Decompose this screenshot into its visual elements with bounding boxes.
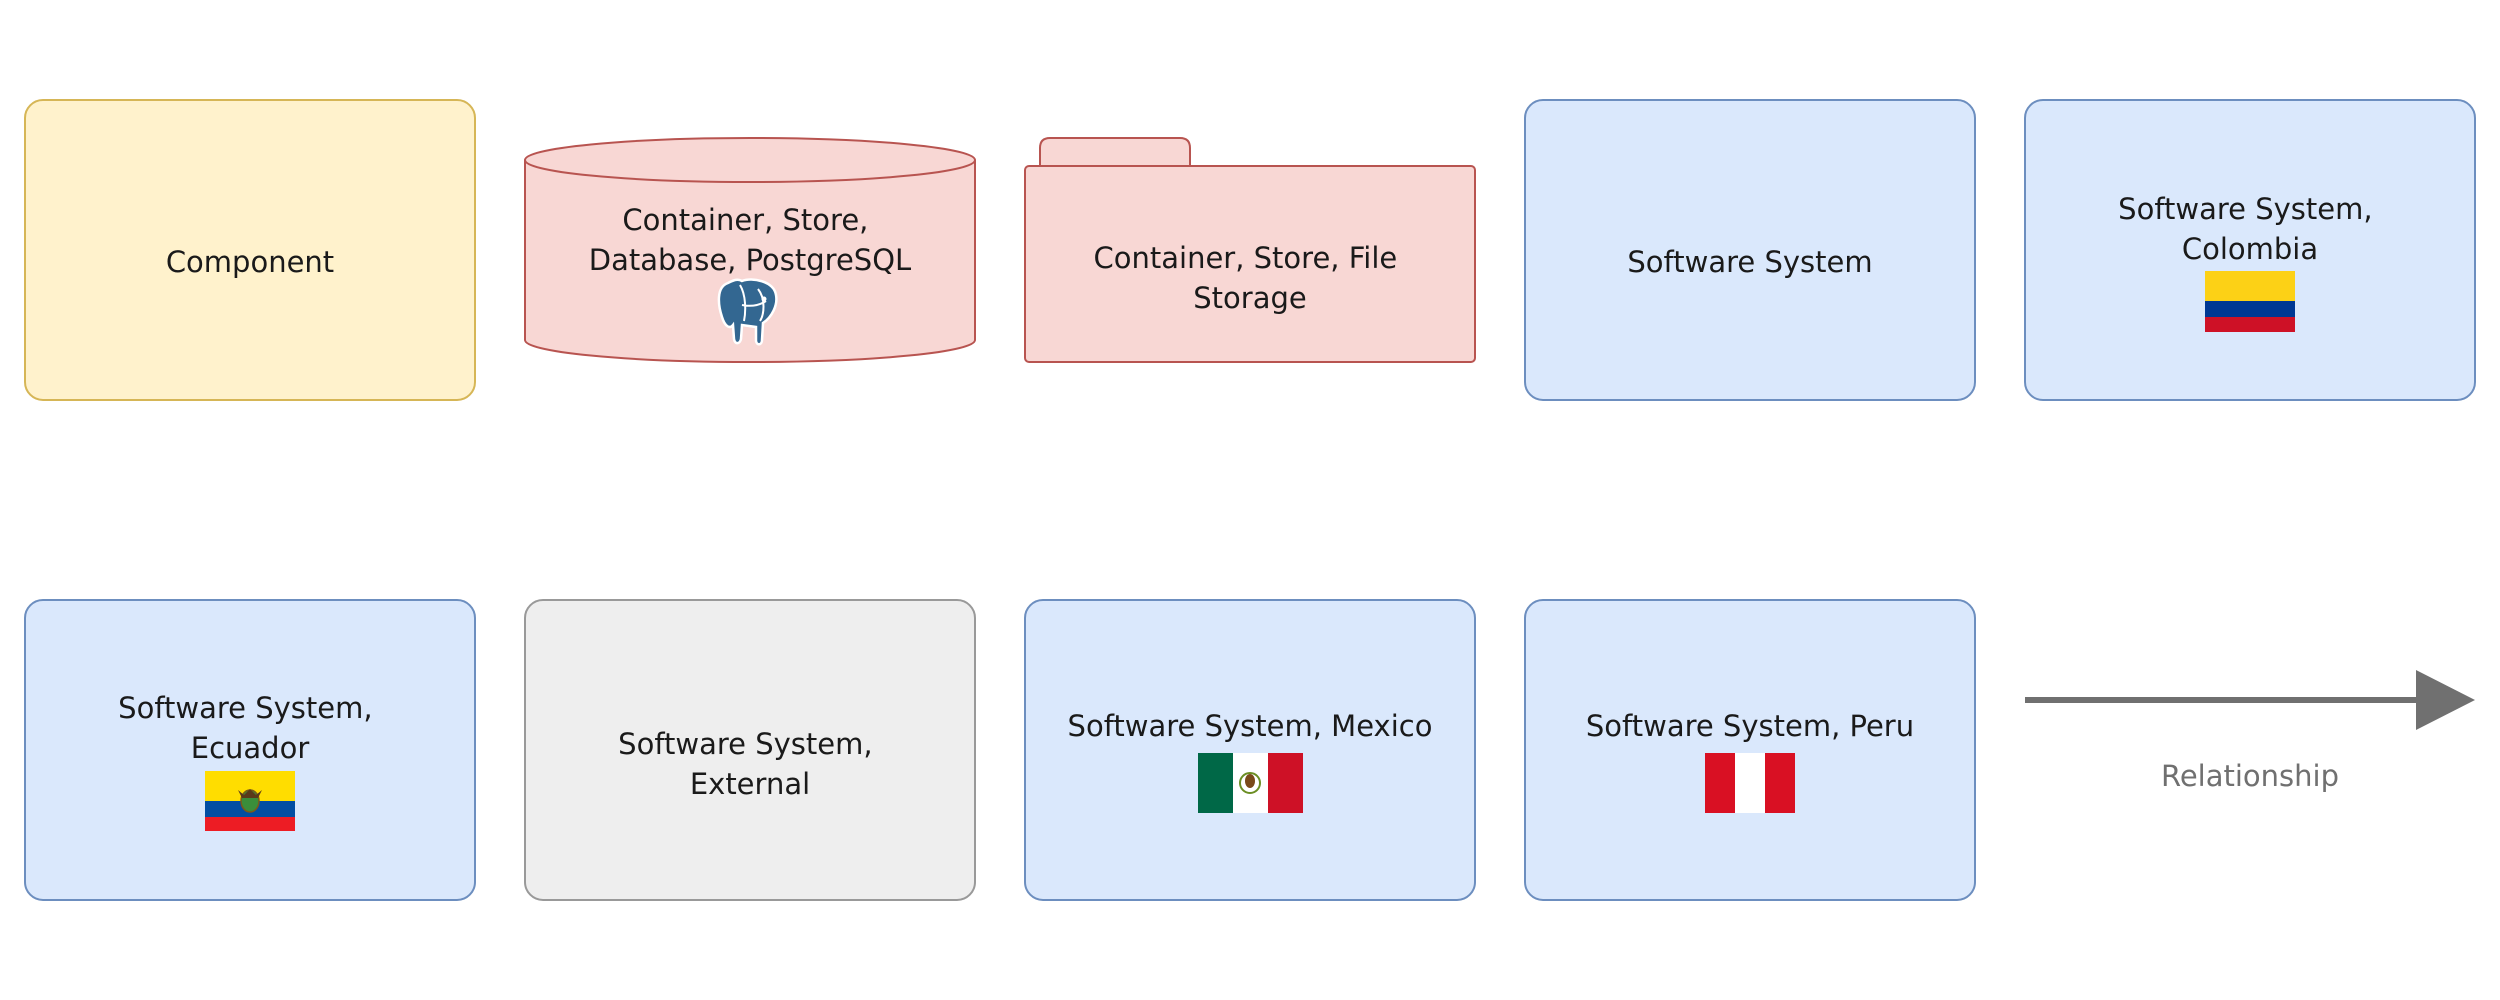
colombia-flag-icon: [2205, 271, 2295, 332]
file-storage-label: Container, Store, File Storage: [1094, 241, 1407, 315]
relationship-label: Relationship: [2161, 759, 2339, 793]
relationship-arrowhead: [2416, 670, 2475, 730]
postgresql-elephant-icon: [717, 278, 778, 346]
software-system-external-node[interactable]: Software System, External: [524, 599, 976, 901]
software-system-peru-node[interactable]: Software System, Peru: [1524, 599, 1976, 901]
database-cylinder-body: [524, 160, 976, 363]
software-system-mexico-label: Software System, Mexico: [1068, 709, 1433, 743]
software-system-ecuador-shape: [24, 599, 476, 901]
database-node[interactable]: Container, Store, Database, PostgreSQL: [524, 137, 976, 363]
component-shape: [24, 99, 476, 401]
software-system-node[interactable]: Software System: [1524, 99, 1976, 401]
software-system-shape: [1524, 99, 1976, 401]
software-system-external-label: Software System, External: [618, 727, 882, 801]
software-system-mexico-shape: [1024, 599, 1476, 901]
software-system-peru-label: Software System, Peru: [1586, 709, 1914, 743]
ecuador-coat-of-arms-icon: [238, 789, 262, 813]
mexico-eagle-emblem-icon: [1239, 772, 1261, 794]
software-system-colombia-node[interactable]: Software System, Colombia: [2024, 99, 2476, 401]
mexico-flag-icon: [1198, 753, 1303, 813]
relationship-legend[interactable]: Relationship: [2025, 670, 2475, 793]
database-label: Container, Store, Database, PostgreSQL: [589, 203, 911, 277]
ecuador-flag-icon: [205, 771, 295, 831]
software-system-ecuador-node[interactable]: Software System, Ecuador: [24, 599, 476, 901]
software-system-colombia-label: Software System, Colombia: [2118, 192, 2382, 266]
software-system-ecuador-label: Software System, Ecuador: [118, 691, 382, 765]
peru-flag-icon: [1705, 753, 1795, 813]
software-system-label: Software System: [1627, 245, 1872, 279]
component-label: Component: [166, 245, 334, 279]
software-system-mexico-node[interactable]: Software System, Mexico: [1024, 599, 1476, 901]
software-system-peru-shape: [1524, 599, 1976, 901]
component-node[interactable]: Component: [24, 99, 476, 401]
software-system-external-shape: [524, 599, 976, 901]
software-system-colombia-shape: [2024, 99, 2476, 401]
database-cylinder-top: [524, 137, 976, 183]
file-storage-tab: [1039, 137, 1191, 167]
file-storage-node[interactable]: Container, Store, File Storage: [1024, 137, 1476, 363]
file-storage-body: [1024, 165, 1476, 363]
